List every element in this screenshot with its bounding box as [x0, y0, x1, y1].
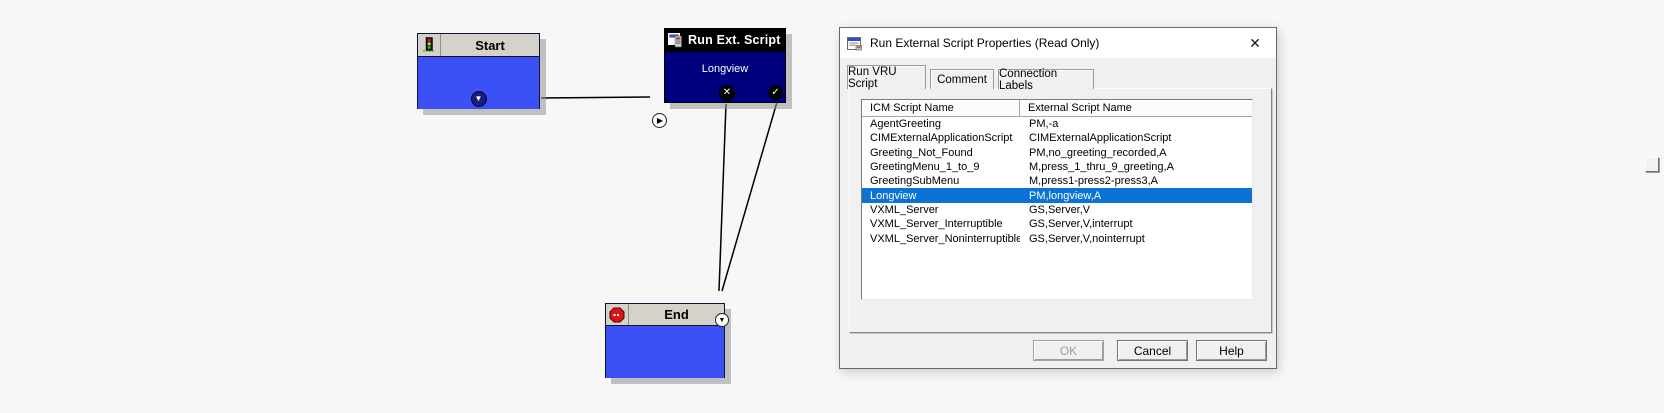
- run-node-header: Run Ext. Script: [665, 29, 785, 52]
- column-header-external-script-name[interactable]: External Script Name: [1020, 100, 1252, 116]
- cell-icm-name: VXML_Server: [870, 203, 939, 216]
- start-output-port[interactable]: ▼: [470, 91, 487, 107]
- end-node-body: ▼: [606, 313, 729, 378]
- cell-external-name: PM,-a: [1029, 118, 1059, 131]
- cell-external-name: PM,longview,A: [1029, 189, 1102, 202]
- tab-connection-labels[interactable]: Connection Labels: [998, 68, 1094, 92]
- cell-external-name: GS,Server,V: [1029, 203, 1091, 216]
- cell-icm-name: GreetingSubMenu: [870, 175, 960, 188]
- cell-external-name: GS,Server,V,interrupt: [1029, 218, 1133, 231]
- cell-icm-name: VXML_Server_Interruptible: [870, 218, 1003, 231]
- script-list-table: ICM Script Name External Script Name Age…: [861, 99, 1253, 300]
- table-row[interactable]: VXML_Server_Interruptible GS,Server,V,in…: [862, 217, 1252, 231]
- ok-button[interactable]: OK: [1033, 340, 1104, 361]
- run-script-icon: [665, 29, 687, 51]
- cell-icm-name: GreetingMenu_1_to_9: [870, 161, 980, 174]
- tab-comment[interactable]: Comment: [930, 69, 994, 89]
- traffic-light-icon: [418, 34, 441, 56]
- right-edge-widget: [1645, 157, 1659, 172]
- run-node-label: Longview: [701, 63, 749, 75]
- cell-external-name: M,press_1_thru_9_greeting,A: [1029, 161, 1174, 174]
- end-node[interactable]: End ▼: [605, 303, 729, 378]
- cancel-button[interactable]: Cancel: [1117, 340, 1188, 361]
- cell-external-name: GS,Server,V,nointerrupt: [1029, 232, 1145, 245]
- cell-external-name: M,press1-press2-press3,A: [1029, 175, 1158, 188]
- tab-run-vru-script[interactable]: Run VRU Script: [847, 65, 926, 90]
- cell-icm-name: Longview: [870, 189, 917, 202]
- dialog-icon: [847, 36, 863, 51]
- cell-icm-name: AgentGreeting: [870, 118, 941, 131]
- table-row[interactable]: AgentGreeting PM,-a: [862, 117, 1252, 131]
- cell-external-name: CIMExternalApplicationScript: [1029, 132, 1172, 145]
- end-node-header: End: [606, 304, 724, 326]
- table-row[interactable]: Greeting_Not_Found PM,no_greeting_record…: [862, 146, 1252, 160]
- start-node-body: ▼: [418, 57, 539, 109]
- table-header-row: ICM Script Name External Script Name: [862, 100, 1252, 117]
- start-node[interactable]: Start ▼: [417, 33, 540, 109]
- run-node-title: Run Ext. Script: [688, 33, 781, 47]
- cell-icm-name: Greeting_Not_Found: [870, 146, 973, 159]
- table-row[interactable]: VXML_Server GS,Server,V: [862, 203, 1252, 217]
- tab-panel: ICM Script Name External Script Name Age…: [849, 88, 1272, 333]
- start-node-header: Start: [418, 34, 539, 57]
- dialog-titlebar[interactable]: Run External Script Properties (Read Onl…: [840, 28, 1276, 58]
- dialog-title: Run External Script Properties (Read Onl…: [870, 36, 1100, 50]
- run-ext-script-node[interactable]: Run Ext. Script Longview ▶ ✕ ✓: [652, 28, 786, 128]
- table-row[interactable]: GreetingSubMenu M,press1-press2-press3,A: [862, 174, 1252, 188]
- run-success-port[interactable]: ✓: [768, 85, 783, 100]
- close-icon[interactable]: ✕: [1249, 34, 1261, 51]
- run-node-body: Longview ▶ ✕ ✓: [652, 52, 785, 128]
- cell-external-name: PM,no_greeting_recorded,A: [1029, 146, 1167, 159]
- end-input-port[interactable]: ▼: [715, 313, 729, 327]
- run-input-port[interactable]: ▶: [652, 113, 667, 128]
- end-node-title: End: [664, 307, 689, 322]
- column-header-icm-script-name[interactable]: ICM Script Name: [862, 100, 1020, 116]
- table-row[interactable]: CIMExternalApplicationScript CIMExternal…: [862, 131, 1252, 145]
- cell-icm-name: CIMExternalApplicationScript: [870, 132, 1013, 145]
- run-failure-port[interactable]: ✕: [719, 85, 735, 101]
- start-node-title: Start: [475, 37, 505, 53]
- run-external-script-properties-dialog: Run External Script Properties (Read Onl…: [839, 27, 1277, 369]
- cell-icm-name: VXML_Server_Noninterruptible: [870, 232, 1020, 245]
- table-row[interactable]: GreetingMenu_1_to_9 M,press_1_thru_9_gre…: [862, 160, 1252, 174]
- help-button[interactable]: Help: [1196, 340, 1267, 361]
- table-row-selected[interactable]: Longview PM,longview,A: [862, 188, 1252, 203]
- stop-sign-icon: [606, 304, 629, 325]
- table-row[interactable]: VXML_Server_Noninterruptible GS,Server,V…: [862, 231, 1252, 245]
